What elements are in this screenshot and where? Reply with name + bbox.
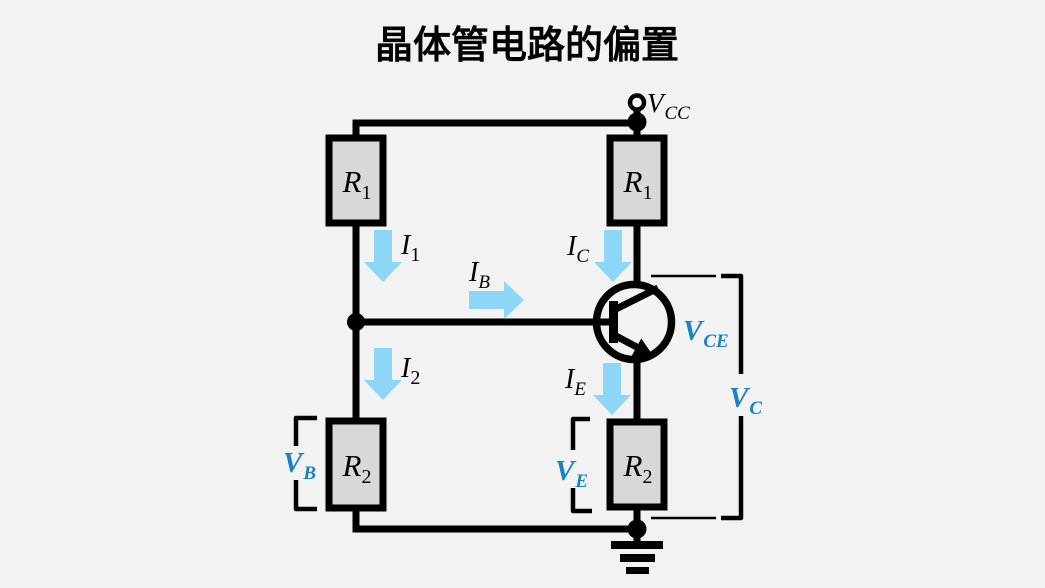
vcc-label: VCC	[647, 88, 690, 124]
vb-bracket	[293, 415, 317, 512]
ie-label: IE	[564, 364, 586, 400]
vcc-junction-dot	[627, 112, 647, 132]
current-arrow-i2	[364, 348, 402, 400]
ic-label: IC	[566, 231, 589, 267]
resistor-r2-right-label: R2	[623, 448, 653, 488]
ve-label: VE	[555, 455, 588, 492]
diagram-title: 晶体管电路的偏置	[375, 25, 679, 67]
resistor-r2-left-body	[325, 417, 387, 512]
current-arrow-i1	[364, 230, 402, 282]
resistor-r1-right-label: R1	[623, 164, 653, 204]
ib-label: IB	[468, 257, 490, 293]
wire-bottom	[352, 508, 640, 533]
vce-label: VCE	[683, 315, 729, 352]
junction-dot-base	[347, 313, 365, 331]
resistor-r1-left-body	[325, 134, 387, 227]
wire-top	[352, 119, 637, 140]
junction-dot-ground	[627, 519, 647, 539]
resistor-r2-right-body	[606, 418, 668, 511]
current-arrow-ib	[469, 281, 524, 319]
vb-label: VB	[283, 447, 316, 484]
resistor-r1-right-body	[606, 134, 668, 227]
vc-bracket	[651, 273, 744, 521]
i1-label: I1	[400, 230, 420, 266]
transistor-base-bar	[609, 301, 618, 343]
resistor-r2-left-label: R2	[342, 448, 372, 488]
vc-label: VC	[729, 382, 762, 419]
resistor-r1-left-label: R1	[342, 164, 372, 204]
transistor-collector-line	[614, 284, 660, 313]
transistor-emitter-arrowhead	[631, 338, 654, 357]
npn-transistor-icon	[592, 280, 676, 364]
ground-icon	[611, 541, 663, 574]
vcc-terminal-icon	[627, 93, 647, 112]
transistor-circle	[592, 280, 676, 364]
current-arrow-ie	[593, 363, 631, 415]
ve-bracket	[570, 416, 592, 514]
current-arrow-ic	[594, 230, 632, 282]
i2-label: I2	[400, 353, 420, 389]
